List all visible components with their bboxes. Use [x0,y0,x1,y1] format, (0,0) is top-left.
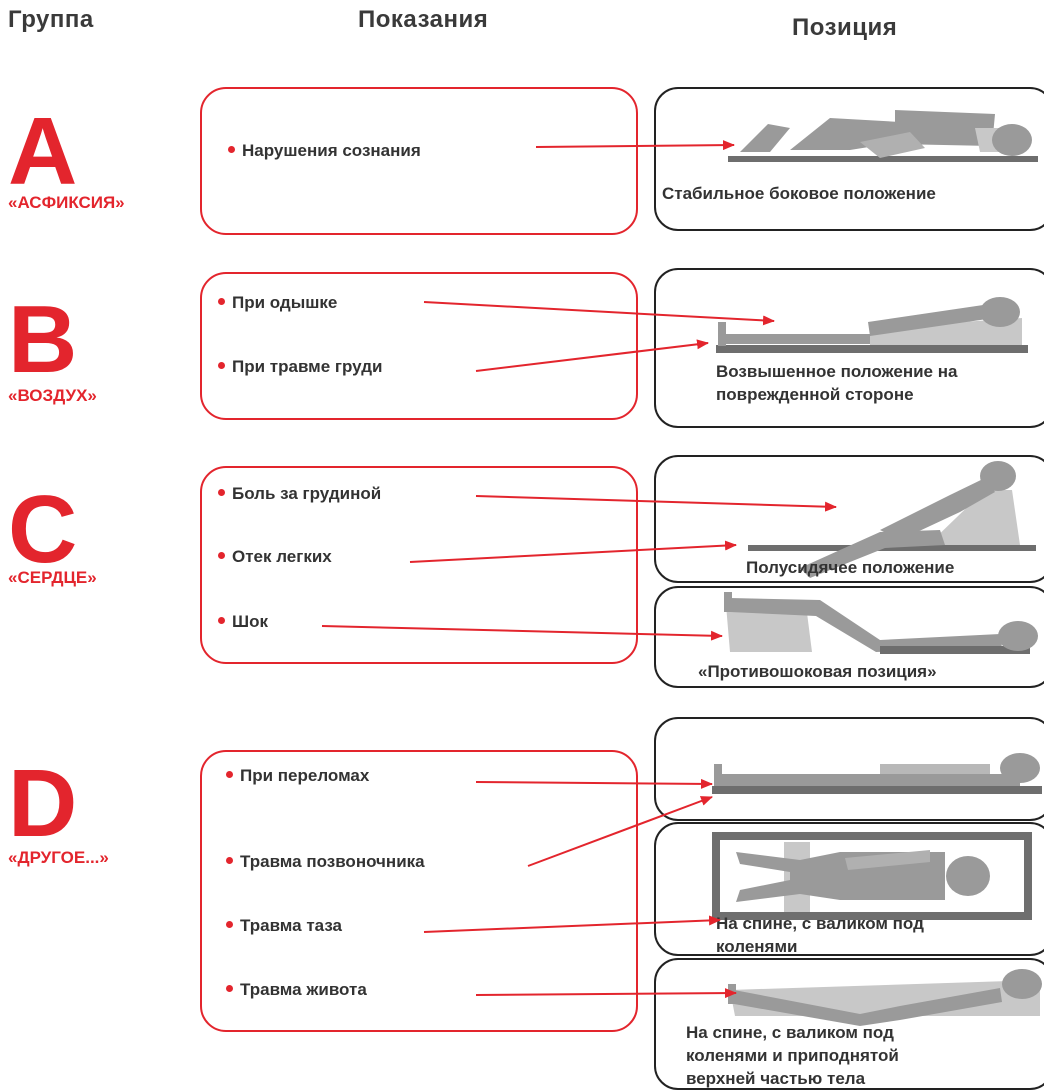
indications-box-c [200,466,638,664]
position-label-recovery: Стабильное боковое положение [662,184,936,203]
bullet-icon [218,617,225,625]
group-letter-d: D [8,750,78,857]
indication-a-1: Нарушения сознания [228,141,421,161]
indications-box-d [200,750,638,1032]
bullet-icon [226,771,233,779]
bullet-icon [226,857,233,865]
position-label-elevated-2: поврежденной стороне [716,385,914,404]
indication-d-2: Травма позвоночника [226,852,425,872]
group-name-b: «ВОЗДУХ» [8,386,97,405]
group-letter-c: C [8,476,78,583]
indication-b-1: При одышке [218,293,337,313]
bullet-icon [218,552,225,560]
position-label-knee-roller-raised-3: верхней частью тела [686,1069,866,1088]
semi-sitting-figure [748,461,1036,578]
header-position: Позиция [792,14,898,41]
group-name-c: «СЕРДЦЕ» [8,568,97,587]
bullet-icon [226,921,233,929]
bullet-icon [226,985,233,993]
indication-c-2: Отек легких [218,547,332,567]
bullet-icon [218,489,225,497]
group-letter-b: B [8,286,78,393]
position-label-antishock: «Противошоковая позиция» [698,662,937,681]
elevated-position-figure [716,297,1028,353]
header-indications: Показания [358,6,489,33]
header-group: Группа [8,6,94,33]
position-label-knee-roller-raised-1: На спине, с валиком под [686,1023,894,1042]
position-label-semi-sitting: Полусидячее положение [746,558,955,577]
position-label-knee-roller-2: коленями [716,937,798,956]
position-label-knee-roller-raised-2: коленями и приподнятой [686,1046,899,1065]
supine-board-figure [712,753,1042,794]
group-name-a: «АСФИКСИЯ» [8,193,125,212]
supine-roller-raised-figure [728,969,1042,1026]
indication-d-3: Травма таза [226,916,342,936]
antishock-figure [724,592,1038,654]
bullet-icon [228,146,235,154]
group-letter-a: A [8,98,78,205]
group-name-d: «ДРУГОЕ...» [8,848,109,867]
indications-box-a [200,87,638,235]
position-label-knee-roller-1: На спине, с валиком под [716,914,924,933]
indication-c-3: Шок [218,612,268,632]
indication-d-1: При переломах [226,766,369,786]
indication-b-2: При травме груди [218,357,382,377]
indication-c-1: Боль за грудиной [218,484,381,504]
supine-roller-top-figure [712,832,1032,920]
bullet-icon [218,362,225,370]
indication-d-4: Травма живота [226,980,367,1000]
position-label-elevated-1: Возвышенное положение на [716,362,958,381]
bullet-icon [218,298,225,306]
recovery-position-figure [728,110,1038,162]
